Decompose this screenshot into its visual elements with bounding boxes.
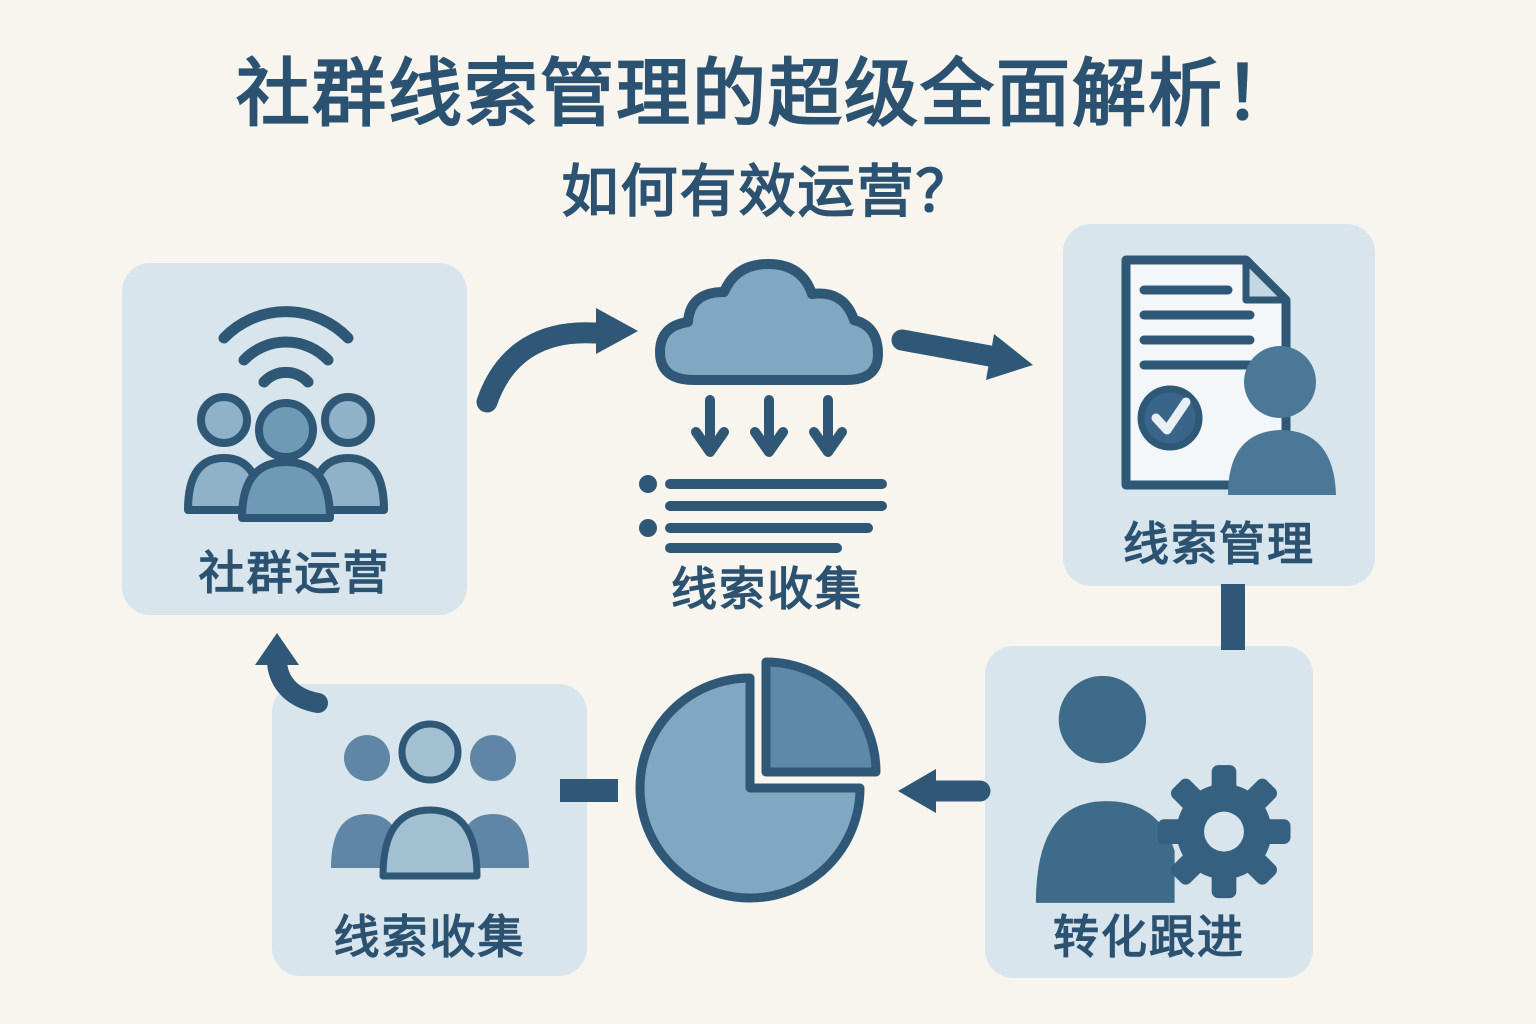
person-gear-icon <box>1035 675 1291 903</box>
label-lead-management: 线索管理 <box>1123 517 1315 571</box>
cloud-download-list-icon <box>639 259 887 553</box>
arrow-community-to-cloud-icon <box>476 308 638 413</box>
person-silhouette-icon <box>1035 675 1175 903</box>
page-subtitle: 如何有效运营？ <box>561 159 975 225</box>
label-conversion-followup: 转化跟进 <box>1053 910 1245 964</box>
label-community-ops: 社群运营 <box>198 546 391 600</box>
page-title: 社群线索管理的超级全面解析！ <box>236 51 1300 137</box>
person-silhouette-icon <box>1228 346 1336 495</box>
pie-chart-icon <box>635 657 881 903</box>
gear-icon <box>1157 765 1291 899</box>
download-arrows-icon <box>691 395 847 457</box>
lead-list-lines-icon <box>639 475 887 553</box>
label-lead-collection: 线索收集 <box>671 562 863 616</box>
wifi-waves-icon <box>218 306 354 388</box>
people-group-wifi-icon <box>184 306 388 522</box>
arrow-cloud-to-management-icon <box>891 329 1033 380</box>
arrow-followup-to-pie-icon <box>898 769 991 813</box>
label-lead-collection-2: 线索收集 <box>333 910 526 964</box>
people-group-icon <box>331 720 529 880</box>
document-check-person-icon <box>1121 255 1336 495</box>
document-lines-icon <box>1139 285 1255 370</box>
connector-management-to-followup <box>1221 584 1245 650</box>
